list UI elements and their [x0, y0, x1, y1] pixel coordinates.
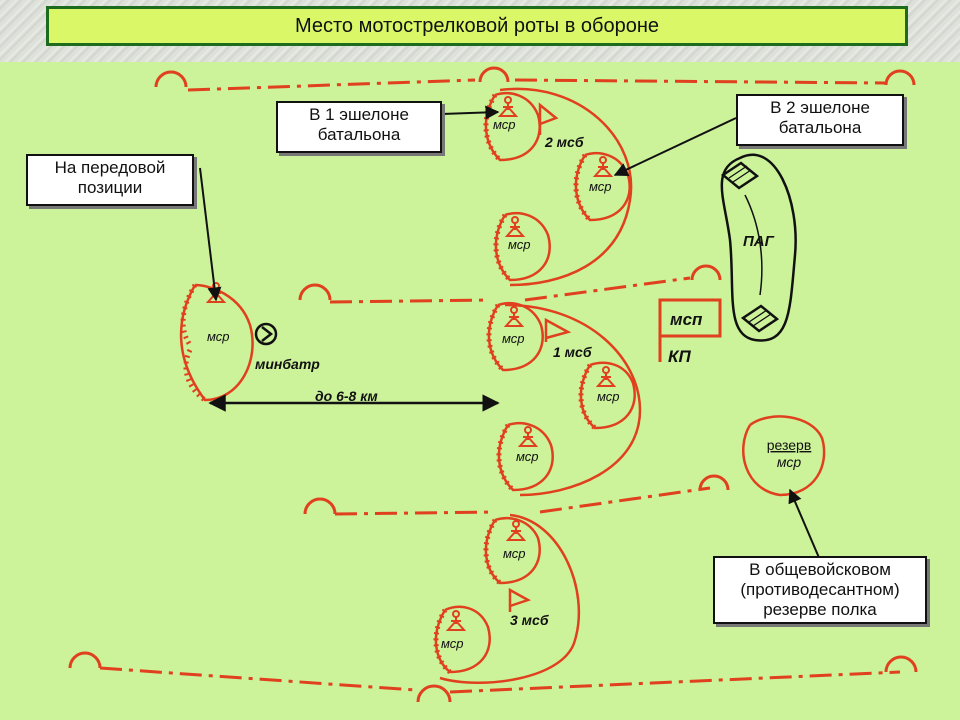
battalion-flags: [508, 102, 572, 612]
label-minbatr: минбатр: [255, 356, 320, 372]
label-3-msb: 3 мсб: [510, 612, 549, 628]
callout-forward-position: На передовой позиции: [26, 154, 194, 206]
battalion-areas: [439, 87, 642, 684]
artillery-group: [720, 153, 797, 342]
callout-first-echelon: В 1 эшелоне батальона: [276, 101, 442, 153]
label-msr-1msb-c: мср: [516, 449, 539, 464]
label-pag: ПАГ: [743, 233, 775, 250]
label-1-msb: 1 мсб: [553, 344, 592, 360]
label-distance: до 6-8 км: [315, 388, 378, 404]
label-msr-2msb-b: мср: [589, 179, 612, 194]
battalion-2-area: [499, 87, 633, 287]
label-msr-forward: мср: [207, 329, 230, 344]
label-reserve-top: резерв: [767, 437, 812, 453]
label-msr-2msb-a: мср: [493, 117, 516, 132]
callout-regiment-reserve: В общевойсковом (противодесантном) резер…: [713, 556, 927, 624]
company-positions: [179, 91, 826, 674]
boundary-lines: [99, 78, 901, 694]
boundary-markers: [68, 66, 918, 703]
boundary-line-lower: [334, 486, 711, 516]
callout-arrows: [199, 105, 821, 561]
mortar-battery-icon: [254, 322, 278, 346]
boundary-line-top: [187, 78, 886, 92]
forward-company: [179, 283, 254, 402]
battalion-3-area: [439, 513, 580, 684]
label-2-msb: 2 мсб: [544, 134, 584, 150]
reserve-company: [742, 415, 826, 497]
label-msr-2msb-c: мср: [508, 237, 531, 252]
diagram-canvas: мср мср мср мср мср мср мср мср мср 2 мс…: [68, 66, 918, 703]
label-kp: КП: [668, 347, 691, 366]
slide-title: Место мотострелковой роты в обороне: [46, 6, 908, 46]
flag-2-msb: [538, 102, 559, 135]
boundary-line-bottom: [99, 666, 901, 694]
flag-1-msb: [544, 317, 572, 342]
label-msp: мсп: [670, 310, 703, 329]
callout-second-echelon: В 2 эшелоне батальона: [736, 94, 904, 146]
boundary-line-middle: [329, 276, 691, 304]
label-msr-3msb-b: мср: [441, 636, 464, 651]
flag-3-msb: [508, 587, 532, 612]
regiment-command-post: [658, 298, 722, 362]
label-msr-1msb-b: мср: [597, 389, 620, 404]
battalion-1-area: [504, 303, 642, 497]
label-msr-3msb-a: мср: [503, 546, 526, 561]
label-reserve-bottom: мср: [777, 454, 801, 470]
label-msr-1msb-a: мср: [502, 331, 525, 346]
